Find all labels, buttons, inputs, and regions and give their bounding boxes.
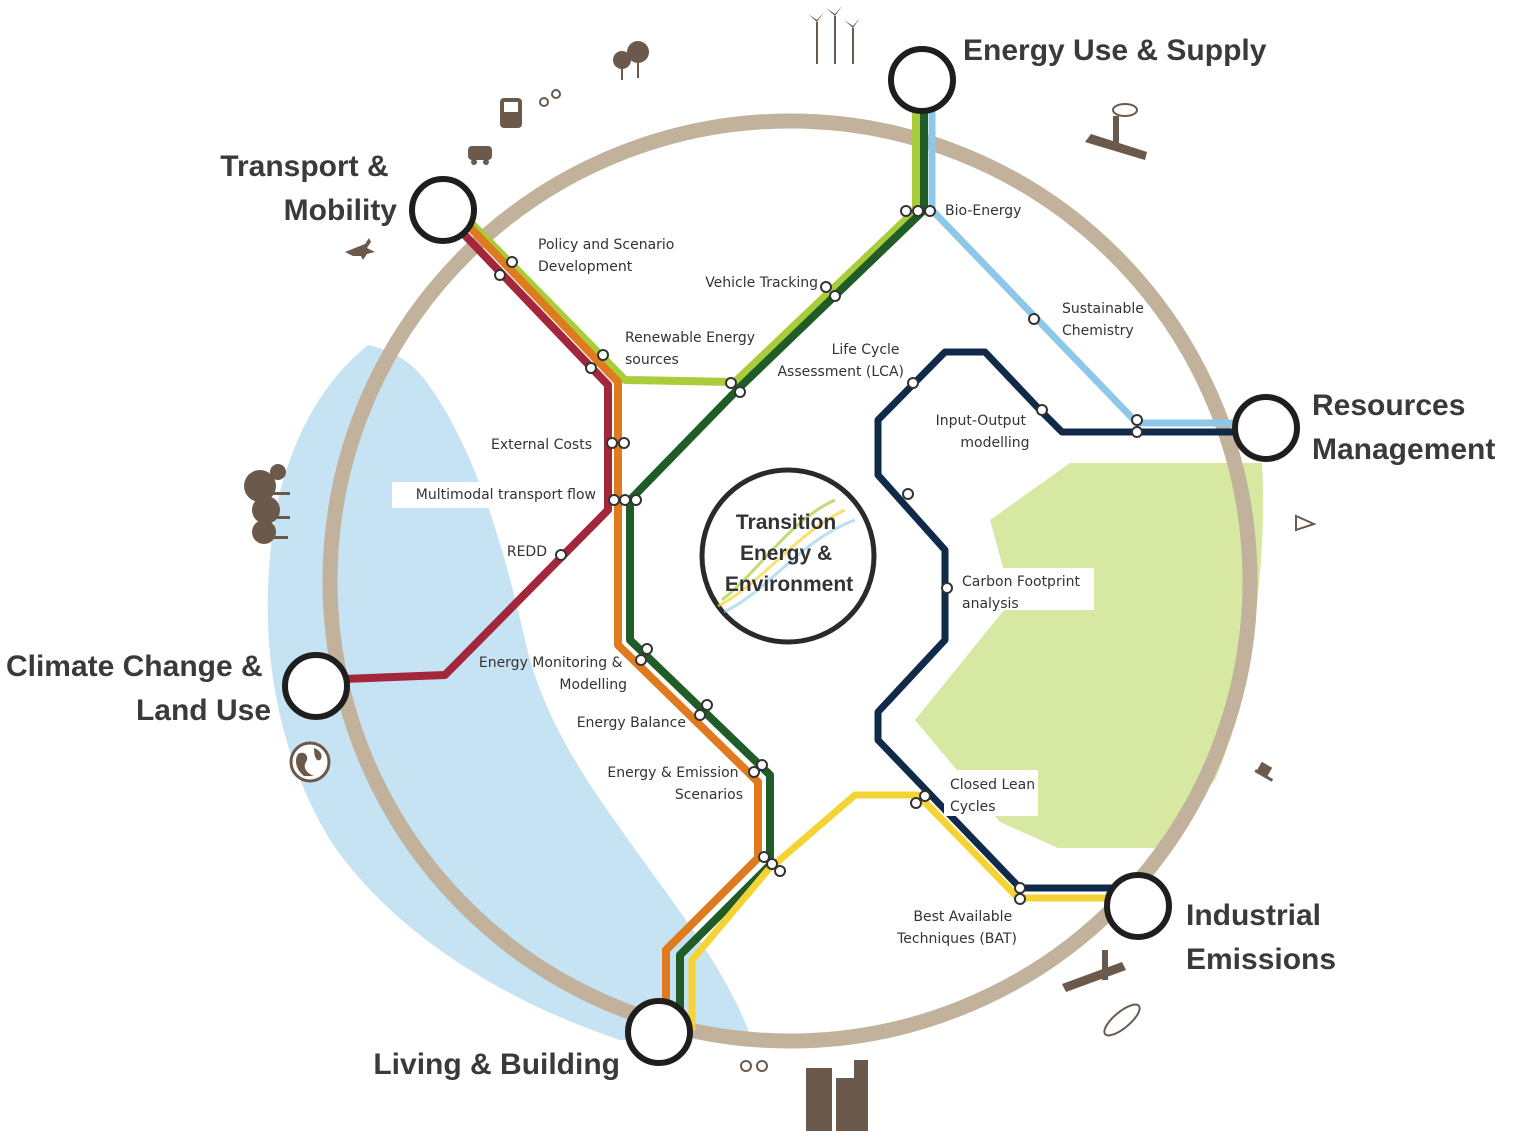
bicycle-icon: [539, 89, 561, 107]
decorations: [244, 6, 1317, 1131]
station-marker: [694, 709, 706, 721]
line-orange: [460, 217, 762, 1030]
center-hub: Transition Energy & Environment: [699, 467, 877, 645]
station-marker: [1036, 404, 1048, 416]
carbon-label-bg: [956, 568, 1094, 610]
station-marker: [619, 494, 631, 506]
station-marker: [820, 281, 832, 293]
tree-icon: [613, 41, 649, 80]
station-label-closed: Closed Lean Cycles: [950, 777, 1040, 815]
station-marker: [585, 362, 597, 374]
hub-resources-management[interactable]: [1232, 394, 1300, 462]
outer-ring: [322, 113, 1258, 1049]
station-marker: [758, 851, 770, 863]
station-marker: [494, 269, 506, 281]
station-marker: [910, 797, 922, 809]
station-marker: [701, 699, 713, 711]
station-markers: [494, 205, 1143, 905]
station-marker: [912, 205, 924, 217]
station-marker: [597, 349, 609, 361]
station-label-bio-energy: Bio-Energy: [945, 203, 1021, 219]
station-label-vehicle: Vehicle Tracking: [705, 275, 818, 291]
hubs: [282, 46, 1300, 1066]
station-label-lca: Life Cycle Assessment (LCA): [777, 342, 904, 380]
station-marker: [748, 766, 760, 778]
hub-label-energy: Energy Use & Supply: [963, 34, 1267, 67]
field-region: [915, 463, 1264, 848]
station-marker: [1028, 313, 1040, 325]
station-marker: [1131, 414, 1143, 426]
hub-energy-use-supply[interactable]: [888, 46, 956, 114]
tree-icon: [244, 464, 290, 544]
station-label-bat: Best Available Techniques (BAT): [896, 909, 1017, 947]
station-marker: [608, 494, 620, 506]
multimodal-label-bg: [392, 482, 602, 508]
hub-label-resources: Resources Management: [1312, 389, 1495, 466]
building-icon: [806, 1060, 868, 1131]
station-marker: [618, 437, 630, 449]
station-marker: [641, 643, 653, 655]
airplane-icon: [345, 238, 375, 260]
station-label-carbon: Carbon Footprint analysis: [962, 574, 1084, 612]
station-label-external: External Costs: [491, 437, 592, 453]
factory-icon: [1085, 103, 1147, 160]
station-label-renewable: Renewable Energy sources: [625, 330, 760, 368]
hub-industrial-emissions[interactable]: [1104, 872, 1172, 940]
station-label-monitoring: Energy Monitoring & Modelling: [479, 655, 627, 693]
station-marker: [919, 790, 931, 802]
hub-labels: Energy Use & Supply Transport & Mobility…: [6, 34, 1495, 1081]
line-red: [317, 225, 612, 684]
station-marker: [902, 488, 914, 500]
hub-label-transport: Transport & Mobility: [220, 150, 397, 227]
wind-turbine-icon: [808, 6, 860, 64]
station-label-balance: Energy Balance: [577, 715, 686, 731]
station-label-sustainable: Sustainable Chemistry: [1062, 301, 1148, 339]
center-label: Transition Energy & Environment: [725, 511, 853, 596]
station-marker: [766, 858, 778, 870]
center-swirl: [721, 498, 836, 602]
station-marker: [756, 759, 768, 771]
station-marker: [555, 549, 567, 561]
station-marker: [900, 205, 912, 217]
bicycle-icon: [740, 1060, 768, 1072]
station-label-emission: Energy & Emission Scenarios: [607, 765, 743, 803]
station-marker: [1014, 893, 1026, 905]
station-marker: [506, 256, 518, 268]
station-marker: [829, 290, 841, 302]
bus-icon: [500, 98, 522, 128]
station-label-policy: Policy and Scenario Development: [538, 237, 679, 275]
station-label-io: Input-Output modelling: [936, 413, 1031, 451]
river-region: [267, 345, 750, 1040]
hub-climate-change-land-use[interactable]: [282, 652, 350, 720]
station-marker: [907, 377, 919, 389]
factory-icon: [1062, 950, 1141, 1037]
station-labels: Bio-Energy Policy and Scenario Developme…: [392, 203, 1148, 947]
globe-icon: [289, 741, 331, 783]
hub-living-building[interactable]: [625, 998, 693, 1066]
line-darkgreen: [626, 85, 928, 1030]
station-label-redd: REDD: [507, 544, 547, 560]
station-marker: [734, 386, 746, 398]
station-marker: [941, 582, 953, 594]
center-swirl: [717, 508, 846, 608]
station-marker: [924, 205, 936, 217]
station-marker: [606, 437, 618, 449]
center-swirl: [723, 518, 856, 614]
station-marker: [1014, 882, 1026, 894]
hub-transport-mobility[interactable]: [409, 176, 477, 244]
station-marker: [630, 494, 642, 506]
hub-label-industrial: Industrial Emissions: [1186, 899, 1336, 976]
satellite-icon: [1254, 761, 1274, 782]
hub-label-living: Living & Building: [373, 1048, 620, 1081]
station-marker: [635, 654, 647, 666]
car-icon: [468, 146, 492, 165]
station-label-multimodal: Multimodal transport flow: [416, 487, 596, 503]
station-marker: [774, 865, 786, 877]
station-marker: [1131, 426, 1143, 438]
chemistry-icon: [1295, 514, 1317, 532]
station-marker: [725, 377, 737, 389]
hub-label-climate: Climate Change & Land Use: [6, 650, 271, 727]
closed-label-bg: [944, 770, 1038, 816]
